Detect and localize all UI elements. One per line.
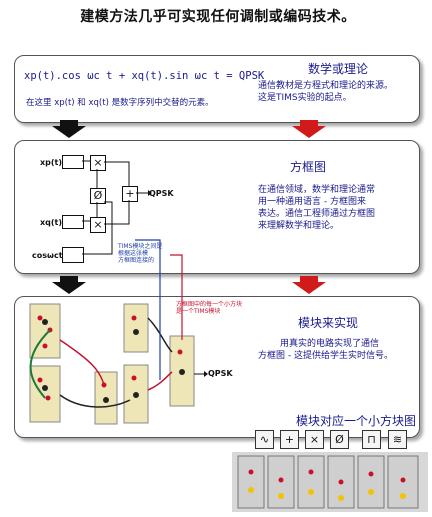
summer-block: +: [122, 186, 138, 202]
sine-icon: ∿: [255, 430, 274, 449]
modules-heading: 模块来实现: [298, 316, 359, 330]
modules-desc-1: 用真实的电路实现了通信: [280, 339, 380, 349]
plus-icon: +: [280, 430, 299, 449]
multiplier-top: ×: [90, 155, 106, 171]
red-annotation-2: 是一个TIMS模块: [176, 308, 221, 315]
xq-source-box: [62, 215, 84, 229]
arrows-row-1: [52, 120, 326, 138]
blue-annotation-2: 根据这张模: [118, 250, 149, 257]
multiply-icon: ×: [305, 430, 324, 449]
black-down-arrow-2: [52, 276, 86, 294]
xq-label: xq(t): [40, 218, 63, 227]
xp-label: xp(t): [40, 158, 63, 167]
modules-photo: [232, 452, 428, 512]
block-diagram-heading: 方框图: [290, 160, 327, 174]
phase-shifter: Ø: [90, 188, 106, 204]
qpsk-output-label: QPSK: [149, 189, 174, 198]
math-panel: [14, 55, 420, 123]
module-card-2: [29, 365, 61, 423]
carrier-label: cosωct: [32, 251, 63, 260]
qpsk-equation: xp(t).cos ωc t + xq(t).sin ωc t = QPSK: [24, 70, 265, 82]
block-diagram-desc-4: 来理解数学和理论。: [258, 221, 340, 231]
phase-icon: Ø: [330, 430, 349, 449]
blue-annotation-1: TIMS模块之间是: [118, 243, 163, 250]
modules-panel: [14, 296, 420, 438]
equation-note: 在这里 xp(t) 和 xq(t) 是数字序列中交替的元素。: [26, 98, 214, 108]
red-down-arrow: [292, 120, 326, 138]
page-title: 建模方法几乎可实现任何调制或编码技术。: [80, 9, 356, 25]
black-down-arrow: [52, 120, 86, 138]
carrier-source-box: [62, 247, 84, 263]
xp-source-box: [62, 155, 84, 169]
arrows-row-2: [52, 276, 326, 294]
module-card-4: [123, 303, 149, 353]
math-description-1: 通信教材是方程式和理论的来源。: [258, 81, 394, 91]
modules-output-label: QPSK: [208, 369, 233, 378]
blue-annotation-3: 方框图连接的: [118, 257, 155, 264]
red-annotation-1: 方框图中的每一个小方块: [176, 301, 243, 308]
block-diagram-desc-3: 表达。通信工程师通过方框图: [258, 209, 376, 219]
bottom-caption: 模块对应一个小方块图: [296, 414, 417, 428]
modules-desc-2: 方框图 - 这提供给学生实时信号。: [258, 351, 393, 361]
red-down-arrow-2: [292, 276, 326, 294]
pulse-icon: ⊓: [362, 430, 381, 449]
block-diagram-desc-2: 用一种通用语言 - 方框图来: [258, 197, 366, 207]
multiplier-bottom: ×: [90, 217, 106, 233]
math-description-2: 这是TIMS实验的起点。: [258, 93, 352, 103]
math-heading: 数学或理论: [308, 62, 369, 76]
block-diagram-desc-1: 在通信领域，数学和理论通常: [258, 185, 376, 195]
noise-icon: ≋: [388, 430, 407, 449]
